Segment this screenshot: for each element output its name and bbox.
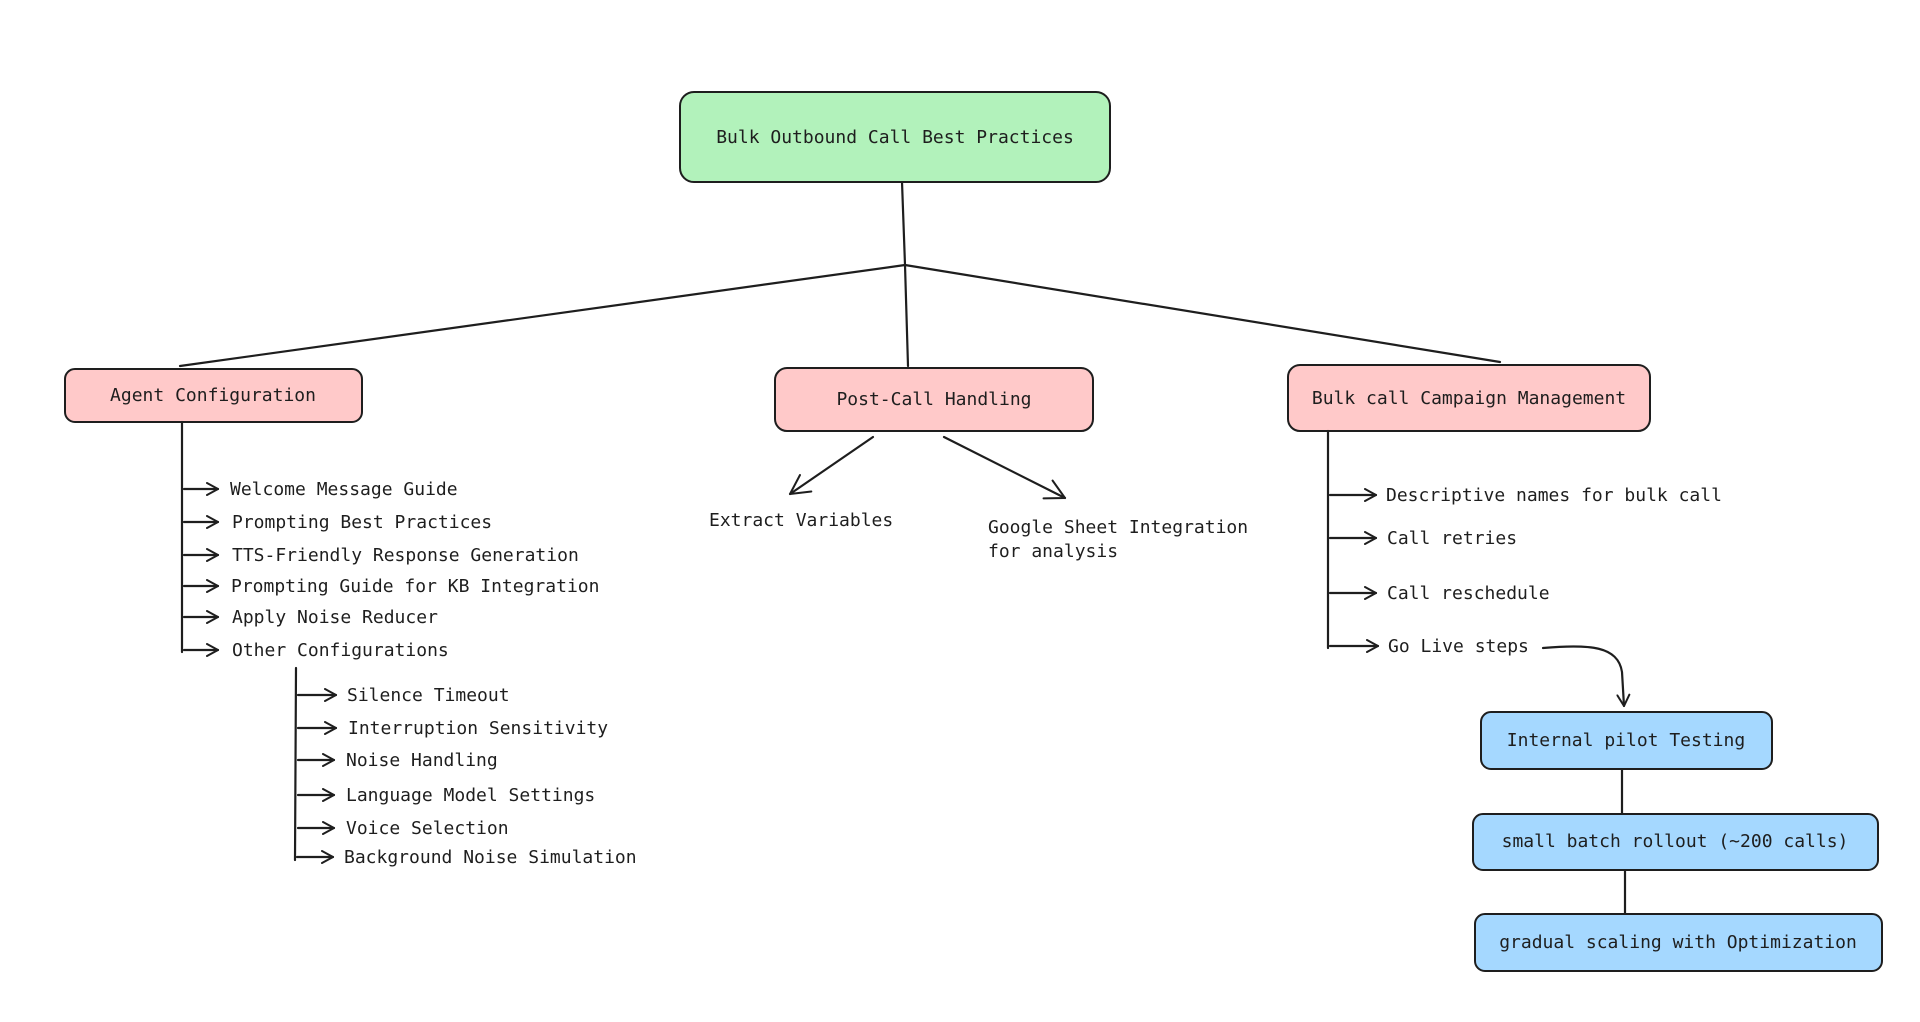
connector-postcall-line: [903, 263, 910, 368]
campaign-items-tree: Descriptive names for bulk call Call ret…: [1326, 429, 1722, 708]
other-item-label: Interruption Sensitivity: [348, 718, 608, 739]
root-node-label: Bulk Outbound Call Best Practices: [716, 127, 1074, 148]
root-node-box: [679, 91, 1111, 183]
go-live-step-label: small batch rollout (~200 calls): [1502, 831, 1849, 852]
go-live-step-box: [1472, 813, 1879, 871]
agent-configuration-box: [64, 368, 363, 423]
go-live-step[interactable]: gradual scaling with Optimization: [1474, 913, 1883, 972]
root-connectors: [178, 180, 1502, 368]
root-node[interactable]: Bulk Outbound Call Best Practices: [679, 91, 1111, 183]
extract-variables-label: Extract Variables: [709, 510, 893, 531]
agent-item-label: Welcome Message Guide: [230, 479, 458, 500]
connector-agent-line: [178, 263, 907, 368]
agent-item-label: Apply Noise Reducer: [232, 607, 438, 628]
post-call-handling-label: Post-Call Handling: [836, 389, 1031, 410]
agent-items-tree: Welcome Message Guide Prompting Best Pra…: [180, 420, 599, 661]
go-live-step-label: gradual scaling with Optimization: [1499, 932, 1857, 953]
connector-campaign-line: [903, 263, 1502, 364]
go-live-steps: Internal pilot Testing small batch rollo…: [1472, 711, 1883, 972]
campaign-item-label: Call reschedule: [1387, 583, 1550, 604]
other-item-label: Background Noise Simulation: [344, 847, 637, 868]
google-sheet-integration-label-line1: Google Sheet Integration: [988, 517, 1248, 538]
go-live-step-label: Internal pilot Testing: [1507, 730, 1745, 751]
campaign-item-label: Go Live steps: [1388, 636, 1529, 657]
branch-post-call-handling[interactable]: Post-Call Handling: [774, 367, 1094, 432]
campaign-management-label: Bulk call Campaign Management: [1312, 388, 1626, 409]
campaign-item-label: Descriptive names for bulk call: [1386, 485, 1722, 506]
agent-item-label: Prompting Best Practices: [232, 512, 492, 533]
post-call-handling-box: [774, 367, 1094, 432]
other-item-label: Noise Handling: [346, 750, 498, 771]
branch-campaign-management[interactable]: Bulk call Campaign Management: [1287, 364, 1651, 432]
other-item-label: Voice Selection: [346, 818, 509, 839]
go-live-step[interactable]: Internal pilot Testing: [1480, 711, 1773, 770]
post-call-items-tree: Extract Variables Google Sheet Integrati…: [709, 435, 1248, 562]
agent-item-label: TTS-Friendly Response Generation: [232, 545, 579, 566]
campaign-item-label: Call retries: [1387, 528, 1517, 549]
branch-agent-configuration[interactable]: Agent Configuration: [64, 368, 363, 423]
root-stem-line: [900, 180, 907, 267]
other-item-label: Silence Timeout: [347, 685, 510, 706]
other-item-label: Language Model Settings: [346, 785, 595, 806]
google-sheet-integration-label-line2: for analysis: [988, 541, 1118, 562]
google-sheet-arrow-line: [942, 435, 1067, 500]
agent-item-label: Other Configurations: [232, 640, 449, 661]
go-live-step-box: [1480, 711, 1773, 770]
go-live-step-box: [1474, 913, 1883, 972]
agent-configuration-label: Agent Configuration: [110, 385, 316, 406]
go-live-curved-arrow-line: [1541, 645, 1631, 708]
agent-item-label: Prompting Guide for KB Integration: [231, 576, 599, 597]
campaign-management-box: [1287, 364, 1651, 432]
other-configurations-tree: Silence Timeout Interruption Sensitivity…: [293, 666, 637, 868]
go-live-step[interactable]: small batch rollout (~200 calls): [1472, 813, 1879, 871]
extract-variables-arrow-line: [788, 435, 875, 496]
other-items-spine-line: [293, 666, 298, 862]
